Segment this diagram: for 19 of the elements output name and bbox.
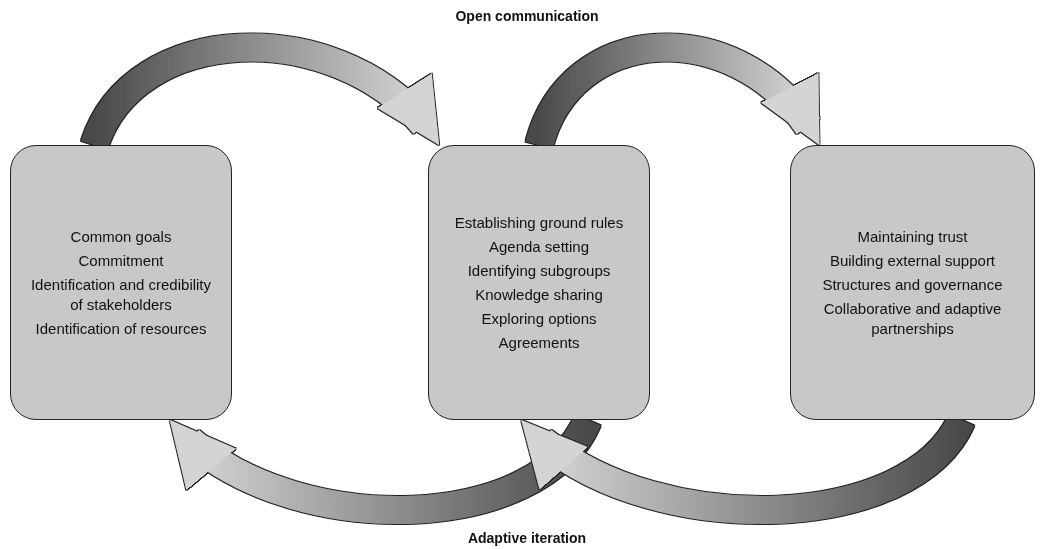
process-box xyxy=(790,145,1035,420)
list-item-text: Identifying subgroups xyxy=(467,260,611,281)
list-item-text: Agreements xyxy=(498,332,580,353)
list-item-text: Exploring options xyxy=(481,308,597,329)
cycle-label: Open communication xyxy=(455,8,599,24)
list-item-text: Agenda setting xyxy=(488,236,590,257)
list-item-text: Identification and credibility of stakeholders xyxy=(29,274,213,315)
process-box xyxy=(428,145,650,420)
list-item-text: Collaborative and adaptive partnerships xyxy=(822,298,1003,339)
list-item-text: Building external support xyxy=(829,250,996,271)
list-item-text: Maintaining trust xyxy=(857,226,968,247)
list-item-text: Common goals xyxy=(70,226,172,247)
list-item-text: Knowledge sharing xyxy=(475,284,603,305)
list-item-text: Identification of resources xyxy=(35,318,207,339)
cycle-label: Adaptive iteration xyxy=(467,530,587,546)
list-item-text: Commitment xyxy=(78,250,164,271)
list-item-text: Establishing ground rules xyxy=(454,212,624,233)
process-box xyxy=(10,145,232,420)
list-item-text: Structures and governance xyxy=(822,274,1003,295)
